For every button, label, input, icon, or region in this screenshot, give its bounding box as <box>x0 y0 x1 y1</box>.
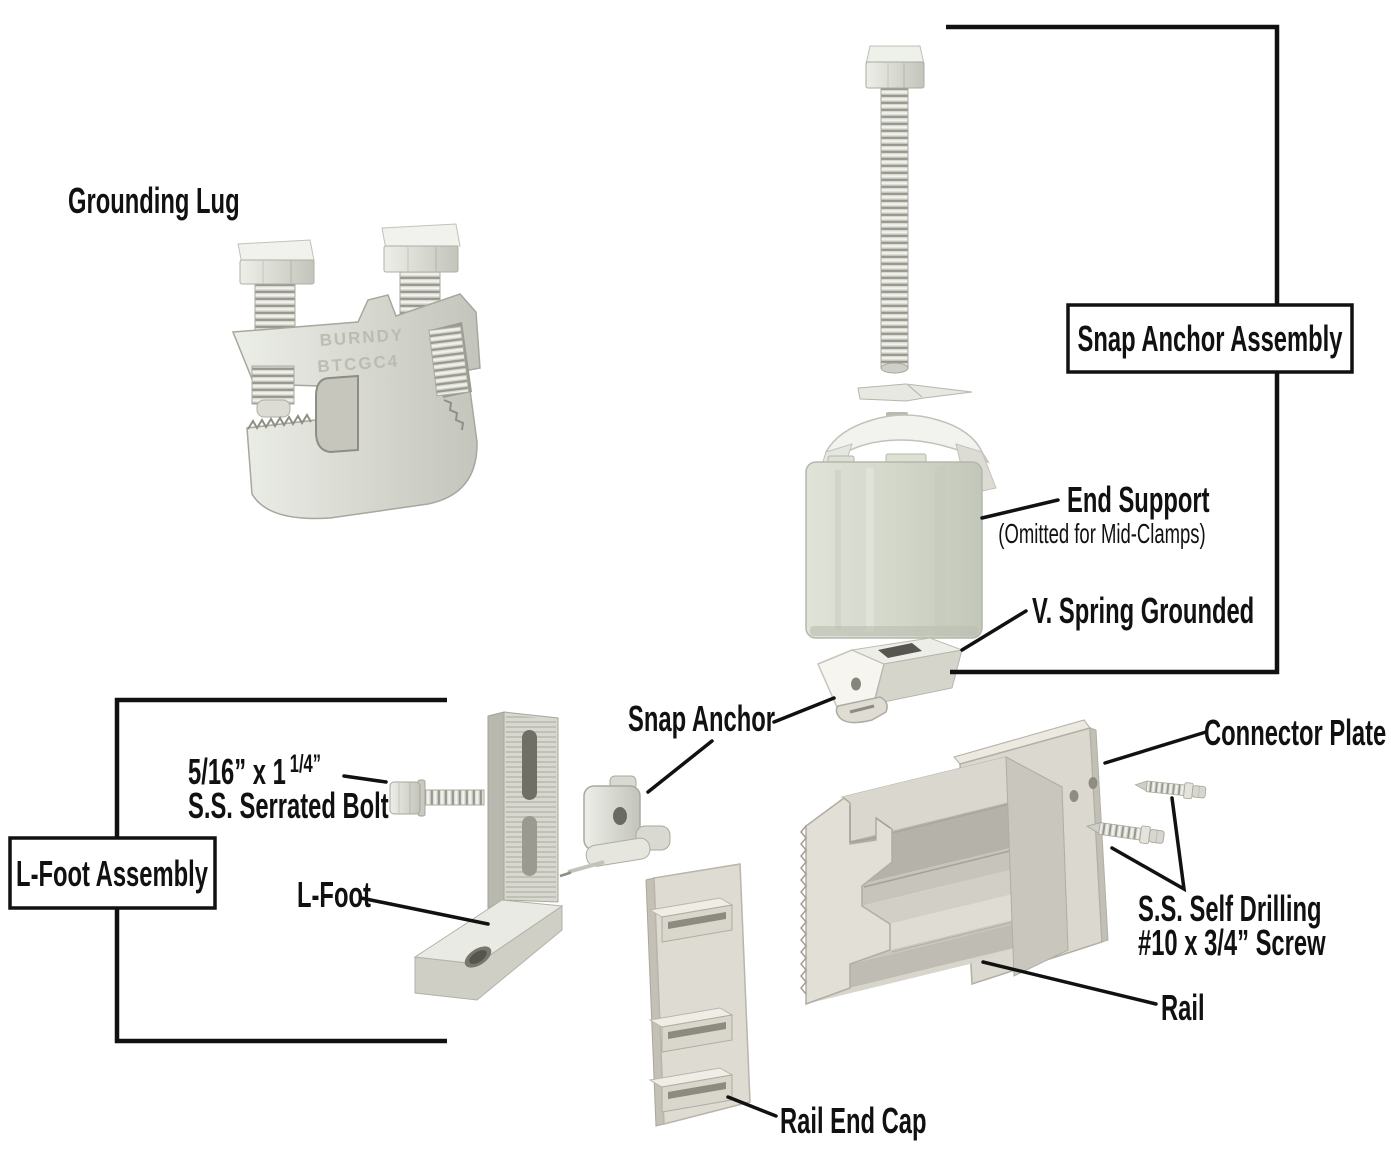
leader-end-support <box>980 498 1060 520</box>
leader-v-spring <box>960 609 1028 652</box>
rail-serration <box>800 825 807 995</box>
lug-bolt-right <box>381 223 461 273</box>
hex-bolt-part <box>811 45 997 497</box>
connector-plate-label: Connector Plate <box>1204 712 1386 753</box>
grounding-lug-part: BURNDY BTCGC4 <box>231 223 481 520</box>
leader-rail-end-cap <box>726 1095 778 1118</box>
rail-end-cap-part <box>645 863 751 1127</box>
leader-screws <box>1110 796 1187 893</box>
self-drilling-label-line2: #10 x 3/4” Screw <box>1138 922 1326 963</box>
snap-anchor-label: Snap Anchor <box>628 698 775 739</box>
grounding-lug-label: Grounding Lug <box>68 180 240 221</box>
slide-nut <box>857 383 973 402</box>
self-drilling-label-line1: S.S. Self Drilling <box>1138 888 1322 929</box>
lug-groove <box>315 374 359 454</box>
l-foot-label: L-Foot <box>297 874 371 915</box>
end-support-part <box>805 453 983 639</box>
snap-anchor-part <box>559 775 671 878</box>
lug-teeth <box>247 413 312 430</box>
leader-connector-plate <box>1103 730 1208 765</box>
end-support-note: (Omitted for Mid-Clamps) <box>998 518 1205 549</box>
v-spring-grounded-label: V. Spring Grounded <box>1032 590 1254 631</box>
snap-anchor-assembly-label: Snap Anchor Assembly <box>1078 318 1343 359</box>
leader-snap-anchor-lower <box>646 739 714 794</box>
end-cap-tab-bottom <box>648 1067 734 1113</box>
l-foot-assembly-box <box>8 836 217 910</box>
rail-label: Rail <box>1161 987 1205 1028</box>
leader-serrated-bolt <box>342 774 388 784</box>
v-spring-part <box>817 637 964 724</box>
rail-end-cap-label: Rail End Cap <box>780 1100 927 1141</box>
l-foot-part <box>413 711 564 1001</box>
lug-bolt-left <box>237 239 315 285</box>
self-drilling-screw-upper <box>1134 776 1207 801</box>
leader-snap-anchor-upper <box>772 696 836 724</box>
serrated-bolt-label: S.S. Serrated Bolt <box>188 785 389 826</box>
leader-l-foot <box>359 896 490 926</box>
end-support-label: End Support <box>1067 479 1210 520</box>
end-cap-tab-top <box>648 897 734 943</box>
end-cap-tab-middle <box>648 1007 734 1053</box>
snap-anchor-assembly-box <box>1066 303 1354 374</box>
l-foot-assembly-label: L-Foot Assembly <box>16 853 208 894</box>
serrated-bolt-part <box>389 779 485 817</box>
leader-rail <box>981 960 1158 1006</box>
self-drilling-screws-part <box>1085 776 1207 847</box>
rail-part <box>800 756 1069 1006</box>
